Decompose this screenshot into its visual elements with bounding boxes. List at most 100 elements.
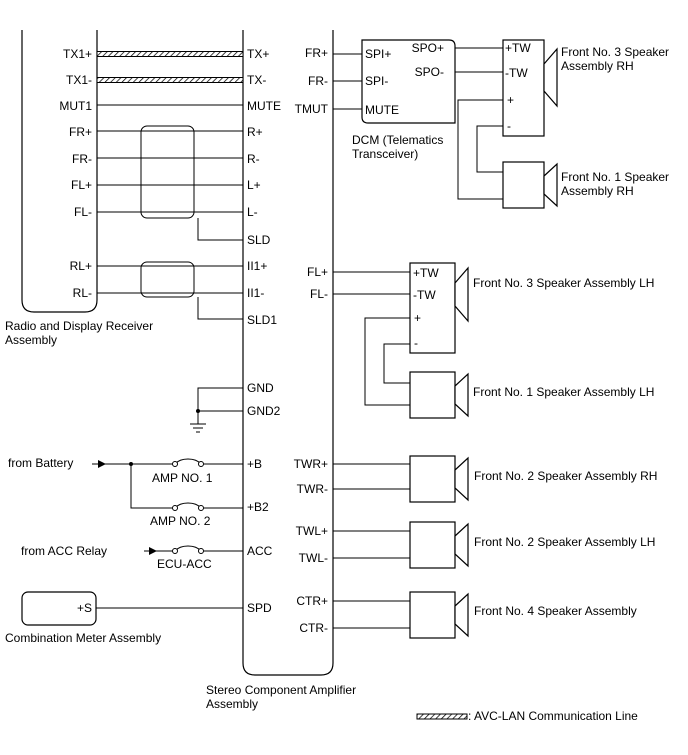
ground-symbol xyxy=(190,387,243,433)
amp-pin-gnd: GND xyxy=(247,381,274,395)
fuse-amp2-icon xyxy=(174,502,202,509)
amp-pin-lm: L- xyxy=(247,205,258,219)
amp-pin-sld1: SLD1 xyxy=(247,313,277,327)
spk-front4-label: Front No. 4 Speaker Assembly xyxy=(474,604,637,618)
amp-pin-mute: MUTE xyxy=(247,99,281,113)
speaker-front2-rh-cone-icon xyxy=(454,456,469,502)
amp-pin-tx1m: TX- xyxy=(247,73,266,87)
amp-label-1: Stereo Component Amplifier xyxy=(206,683,356,697)
battery-arrow-icon xyxy=(98,460,106,468)
spk-rh3-pin-twp: +TW xyxy=(505,41,531,55)
amp-pin-flm: FL- xyxy=(310,287,328,301)
spk-lh3-pin-twp: +TW xyxy=(413,266,439,280)
speaker-front3-lh-cone-icon xyxy=(454,266,469,323)
radio-pin-tx1m: TX1- xyxy=(66,73,92,87)
speaker-front4-body xyxy=(409,591,456,639)
radio-pin-flp: FL+ xyxy=(71,178,92,192)
speaker-front2-rh-body xyxy=(409,455,456,503)
amp-pin-sld: SLD xyxy=(247,233,271,247)
dcm-pin-spip: SPI+ xyxy=(365,47,391,61)
spk-lh2-label: Front No. 2 Speaker Assembly LH xyxy=(474,535,655,549)
shield-front xyxy=(140,125,195,219)
amp-pin-frp: FR+ xyxy=(305,46,328,60)
spk-rh3-pin-plus: + xyxy=(507,93,514,107)
amp-pin-acc: ACC xyxy=(247,544,273,558)
fuse-amp2-label: AMP NO. 2 xyxy=(150,514,211,528)
amp-pin-rp: R+ xyxy=(247,125,263,139)
radio-label-1: Radio and Display Receiver xyxy=(5,319,153,333)
fuse-ecu-acc-label: ECU-ACC xyxy=(157,557,212,571)
amp-pin-spd: SPD xyxy=(247,601,272,615)
spk-rh1-label-1: Front No. 1 Speaker xyxy=(561,170,669,184)
rh-speaker-wires xyxy=(457,99,503,200)
from-acc-label: from ACC Relay xyxy=(21,544,107,558)
spk-lh1-label: Front No. 1 Speaker Assembly LH xyxy=(473,385,654,399)
spk-rh3-pin-twm: -TW xyxy=(505,66,528,80)
fuse-amp1-label: AMP NO. 1 xyxy=(152,471,213,485)
dcm-pin-spom: SPO- xyxy=(415,65,444,79)
dcm-pin-spop: SPO+ xyxy=(412,41,444,55)
radio-amp-wires xyxy=(96,51,244,320)
meter-label: Combination Meter Assembly xyxy=(5,631,161,645)
speaker-front2-rh: Front No. 2 Speaker Assembly RH xyxy=(333,455,657,503)
from-battery-label: from Battery xyxy=(8,456,73,470)
radio-pin-frp: FR+ xyxy=(69,125,92,139)
legend: : AVC-LAN Communication Line xyxy=(416,709,638,723)
meter-pin-s: +S xyxy=(77,601,92,615)
radio-pin-rlm: RL- xyxy=(73,286,92,300)
speaker-front3-rh-body xyxy=(502,39,545,137)
speaker-front1-rh: Front No. 1 Speaker Assembly RH xyxy=(502,161,669,209)
amp-label-2: Assembly xyxy=(206,697,258,711)
speaker-front3-rh-cone-icon xyxy=(543,47,558,108)
speaker-front4-cone-icon xyxy=(454,592,469,638)
speaker-front1-rh-body xyxy=(502,161,545,209)
spk-rh1-label-2: Assembly RH xyxy=(561,184,634,198)
spk-rh3-pin-minus: - xyxy=(507,119,511,133)
radio-pin-rlp: RL+ xyxy=(70,259,92,273)
amp-pin-ii1m: II1- xyxy=(247,286,264,300)
speaker-front3-lh: +TW -TW + - Front No. 3 Speaker Assembly… xyxy=(333,262,654,354)
amp-pin-twlm: TWL- xyxy=(299,551,328,565)
avc-lan-line-tx1p xyxy=(96,51,244,57)
amp-pin-tmut: TMUT xyxy=(295,102,329,116)
amp-pin-twrm: TWR- xyxy=(297,482,328,496)
amp-pin-rm: R- xyxy=(247,152,260,166)
amp-pin-gnd2: GND2 xyxy=(247,404,281,418)
dcm-label-1: DCM (Telematics xyxy=(352,133,443,147)
dcm-label-2: Transceiver) xyxy=(352,147,418,161)
dcm-pin-spim: SPI- xyxy=(365,74,388,88)
radio-pin-tx1p: TX1+ xyxy=(63,47,92,61)
spk-rh2-label: Front No. 2 Speaker Assembly RH xyxy=(474,469,657,483)
speaker-front2-lh-body xyxy=(409,521,456,569)
combination-meter: +S Combination Meter Assembly xyxy=(5,591,243,645)
amp-pin-ii1p: II1+ xyxy=(247,259,267,273)
amp-pin-tx1p: TX+ xyxy=(247,47,269,61)
spk-lh3-pin-plus: + xyxy=(414,311,421,325)
dcm-unit: SPI+ SPI- MUTE SPO+ SPO- DCM (Telematics… xyxy=(333,39,503,161)
shield-rear xyxy=(140,261,195,298)
lh-speaker-wires xyxy=(364,317,410,406)
legend-avc-swatch xyxy=(416,713,468,720)
stereo-amplifier: TX+ TX- MUTE R+ R- L+ L- SLD II1+ II1- S… xyxy=(206,30,356,711)
speaker-front1-lh-body xyxy=(409,371,456,419)
shield-rear-drain xyxy=(197,297,243,320)
amp-pin-frm: FR- xyxy=(308,74,328,88)
amp-pin-lp: L+ xyxy=(247,178,261,192)
amp-pin-b2: +B2 xyxy=(247,500,269,514)
amp-pin-ctrp: CTR+ xyxy=(296,594,328,608)
fuse-amp1-icon xyxy=(174,458,202,465)
avc-lan-line-tx1m xyxy=(96,77,244,83)
radio-receiver: TX1+ TX1- MUT1 FR+ FR- FL+ FL- RL+ RL- R… xyxy=(5,30,153,347)
spk-lh3-pin-twm: -TW xyxy=(413,288,436,302)
speaker-front1-lh-cone-icon xyxy=(454,372,469,418)
spk-rh3-label-1: Front No. 3 Speaker xyxy=(561,45,669,59)
power-section: from Battery AMP NO. 1 AMP NO. 2 from AC… xyxy=(8,456,243,571)
dcm-pin-mute: MUTE xyxy=(365,103,399,117)
spk-rh3-label-2: Assembly RH xyxy=(561,59,634,73)
amp-pin-twrp: TWR+ xyxy=(294,457,328,471)
fuse-ecu-acc-icon xyxy=(174,545,202,552)
radio-pin-frm: FR- xyxy=(72,152,92,166)
radio-pin-mut1: MUT1 xyxy=(59,99,92,113)
acc-arrow-icon xyxy=(149,547,157,555)
